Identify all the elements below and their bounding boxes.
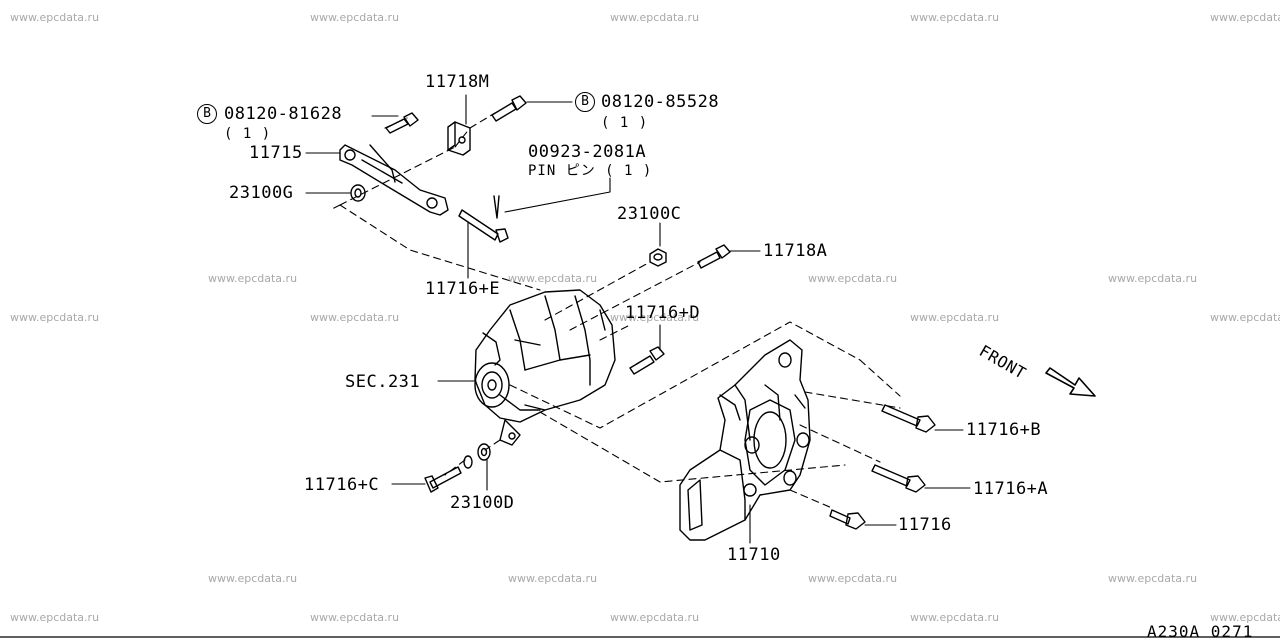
- watermark: www.epcdata.ru: [508, 272, 598, 285]
- bolt-11718a: [698, 245, 730, 268]
- callout-08120-85528-qty: ( 1 ): [601, 115, 649, 131]
- callout-11716-a: 11716+A: [973, 479, 1049, 499]
- watermark: www.epcdata.ru: [310, 11, 400, 24]
- callout-23100c: 23100C: [617, 204, 682, 224]
- watermark: www.epcdata.ru: [910, 611, 1000, 624]
- watermark: www.epcdata.ru: [1210, 311, 1280, 324]
- callout-11718m: 11718M: [425, 72, 490, 92]
- bolt-11716-c: [425, 467, 461, 492]
- watermark: www.epcdata.ru: [808, 272, 898, 285]
- block-11718m: [448, 122, 470, 155]
- callout-11716: 11716: [898, 515, 952, 535]
- watermark: www.epcdata.ru: [508, 572, 598, 585]
- callout-11715: 11715: [249, 143, 303, 163]
- watermark: www.epcdata.ru: [610, 11, 700, 24]
- watermark: www.epcdata.ru: [1210, 11, 1280, 24]
- watermark: www.epcdata.ru: [10, 311, 100, 324]
- callout-00923-2081a: 00923-2081A: [528, 142, 647, 162]
- watermark: www.epcdata.ru: [208, 572, 298, 585]
- callout-23100d: 23100D: [450, 493, 515, 513]
- alternator-sec231: [475, 290, 615, 445]
- watermark: www.epcdata.ru: [910, 11, 1000, 24]
- watermark: www.epcdata.ru: [808, 572, 898, 585]
- watermark: www.epcdata.ru: [208, 272, 298, 285]
- bolt-11716: [830, 510, 865, 529]
- callout-11716-b: 11716+B: [966, 420, 1042, 440]
- watermark: www.epcdata.ru: [610, 311, 700, 324]
- upper-bracket-11715: [340, 145, 448, 215]
- watermark: www.epcdata.ru: [310, 311, 400, 324]
- callout-11716-c: 11716+C: [304, 475, 380, 495]
- callout-11716-d: 11716+D: [625, 303, 701, 323]
- bolt-11716-d: [630, 347, 664, 374]
- watermark: www.epcdata.ru: [1108, 572, 1198, 585]
- watermark: www.epcdata.ru: [610, 611, 700, 624]
- callout-08120-81628-qty: ( 1 ): [224, 126, 272, 142]
- bracket-11710: [680, 340, 810, 540]
- washer-23100d: [464, 444, 490, 468]
- callout-08120-81628: 08120-81628: [224, 104, 343, 124]
- callout-08120-85528: 08120-85528: [601, 92, 720, 112]
- bolt-symbol-icon: B: [575, 92, 595, 112]
- callout-00923-2081a-desc: PIN ピン ( 1 ): [528, 163, 653, 179]
- watermark: www.epcdata.ru: [10, 611, 100, 624]
- diagram-code: A230A 0271: [1147, 622, 1254, 641]
- bolt-symbol-icon: B: [197, 104, 217, 124]
- watermark: www.epcdata.ru: [1210, 611, 1280, 624]
- callout-11716-e: 11716+E: [425, 279, 501, 299]
- bolt-11716-a: [872, 465, 925, 492]
- watermark: www.epcdata.ru: [1108, 272, 1198, 285]
- pin-00923-2081a: [494, 196, 499, 218]
- callout-sec231: SEC.231: [345, 372, 421, 392]
- watermark: www.epcdata.ru: [310, 611, 400, 624]
- watermark: www.epcdata.ru: [10, 11, 100, 24]
- bolt-08120-81628: [386, 113, 418, 133]
- nut-23100c: [650, 249, 666, 266]
- callout-23100g: 23100G: [229, 183, 294, 203]
- leader-lines: [306, 95, 970, 543]
- bolt-11716-e: [459, 210, 508, 242]
- front-arrow-icon: [1046, 368, 1095, 396]
- callout-11710: 11710: [727, 545, 781, 565]
- watermark: www.epcdata.ru: [910, 311, 1000, 324]
- bolt-11716-b: [882, 405, 935, 432]
- callout-11718a: 11718A: [763, 241, 828, 261]
- spacer-23100g: [351, 185, 365, 201]
- bolt-08120-85528: [492, 96, 526, 121]
